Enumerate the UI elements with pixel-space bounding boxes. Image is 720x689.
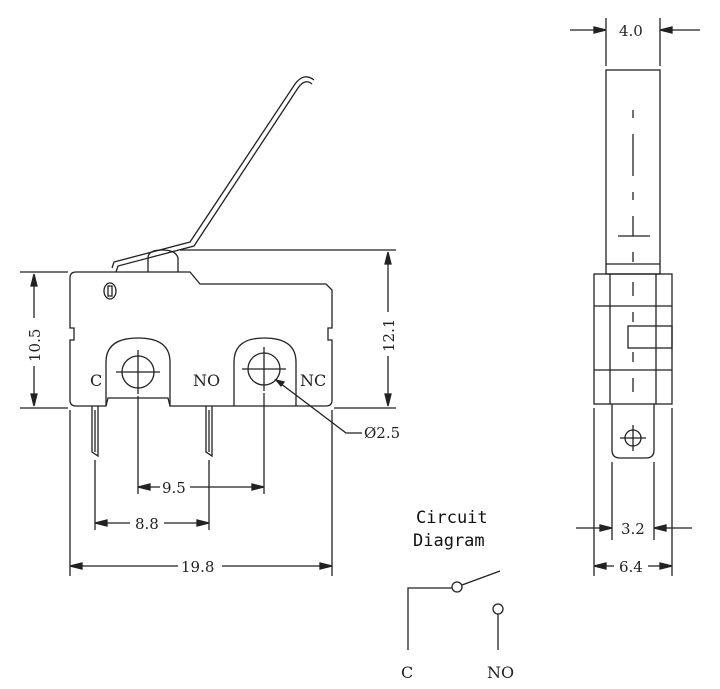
common-wire bbox=[407, 587, 452, 650]
label-c: C bbox=[90, 371, 102, 390]
dim-thickness-top: 4.0 bbox=[619, 22, 643, 40]
dim-pin-spacing-c: 8.8 bbox=[135, 515, 159, 533]
plunger bbox=[147, 249, 179, 272]
rivet-slot bbox=[103, 282, 117, 300]
terminal-nc-boss bbox=[233, 337, 297, 406]
pin-no bbox=[205, 406, 213, 458]
circuit-title-line1: Circuit bbox=[416, 508, 488, 528]
common-contact bbox=[451, 581, 463, 593]
no-contact bbox=[492, 603, 504, 615]
switch-blade bbox=[461, 570, 501, 586]
front-view: C NO NC Ø2.5 10.5 12.1 9.5 bbox=[20, 76, 400, 576]
circuit-label-no: NO bbox=[487, 663, 514, 682]
switch-body bbox=[69, 271, 333, 407]
terminal-c-boss bbox=[105, 337, 171, 406]
side-view: 4.0 3.2 6.4 bbox=[570, 18, 700, 576]
dim-thickness-outer: 6.4 bbox=[619, 558, 643, 576]
circuit-title-line2: Diagram bbox=[413, 531, 485, 551]
dim-height-total: 12.1 bbox=[380, 319, 398, 352]
dim-length: 19.8 bbox=[181, 558, 214, 576]
side-terminal bbox=[611, 404, 655, 459]
circuit-label-c: C bbox=[401, 663, 413, 682]
dim-thickness-inner: 3.2 bbox=[621, 520, 645, 538]
label-nc: NC bbox=[300, 371, 326, 390]
dim-pin-spacing-no: 9.5 bbox=[162, 479, 186, 497]
circuit-diagram: Circuit Diagram C NO bbox=[401, 508, 514, 682]
actuator-lever bbox=[111, 76, 315, 269]
pin-c bbox=[91, 406, 99, 458]
dim-height-body: 10.5 bbox=[26, 329, 44, 362]
dim-hole: Ø2.5 bbox=[364, 424, 400, 442]
label-no: NO bbox=[193, 371, 220, 390]
hole-leader bbox=[275, 379, 362, 434]
